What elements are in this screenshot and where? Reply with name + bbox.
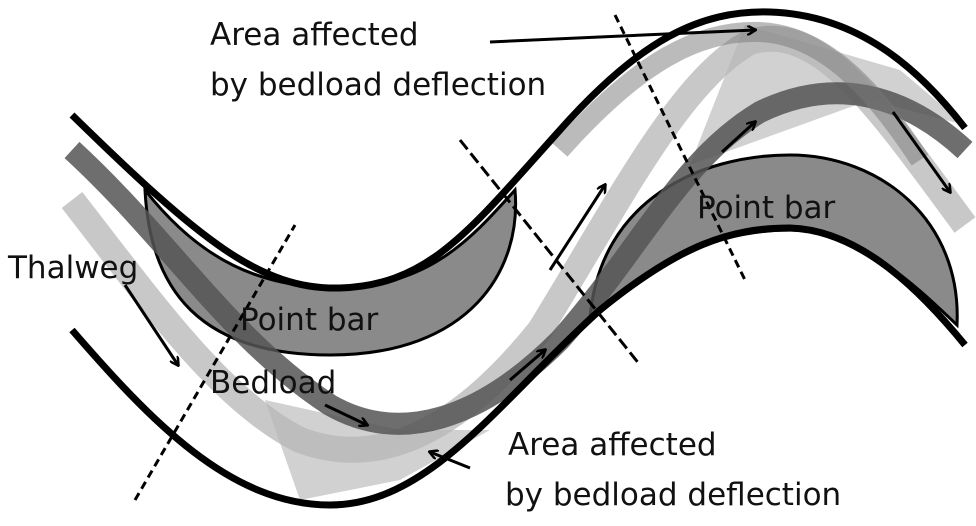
- arrow-icon: [324, 403, 367, 425]
- area-affected-bottom-label-2: by bedload deflection: [505, 477, 841, 513]
- arrow-icon: [509, 350, 545, 382]
- point-bar-left-label: Point bar: [240, 302, 378, 338]
- cross-section-line: [133, 224, 297, 501]
- area-affected-top-label-1: Area affected: [210, 17, 419, 53]
- cross-section-line: [458, 139, 642, 366]
- lower-bank: [69, 224, 968, 509]
- arrow-icon: [891, 111, 950, 192]
- arrow-icon: [123, 284, 178, 365]
- thalweg-band: [64, 82, 973, 435]
- point-bar-right-label: Point bar: [697, 190, 835, 226]
- upper-bank: [69, 8, 968, 292]
- thalweg-label: Thalweg: [7, 250, 138, 286]
- arrow-icon: [489, 30, 755, 44]
- thalweg-upper-band: [552, 21, 929, 166]
- bedload-label: Bedload: [210, 365, 336, 401]
- area-affected-bottom-label-1: Area affected: [508, 427, 717, 463]
- area-affected-top-label-2: by bedload deflection: [210, 67, 546, 103]
- arrow-icon: [430, 452, 471, 470]
- cross-section-line: [613, 14, 747, 281]
- arrow-icon: [548, 185, 605, 271]
- arrow-icon: [720, 122, 755, 154]
